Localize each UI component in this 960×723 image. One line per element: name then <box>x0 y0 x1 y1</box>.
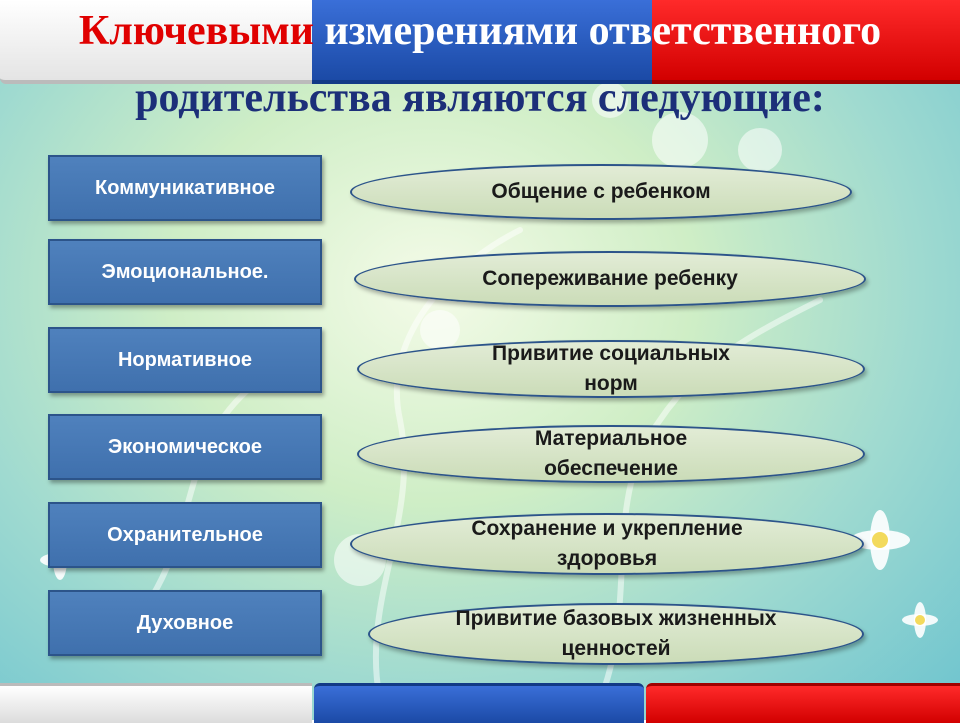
title-bar-red <box>652 0 960 84</box>
footer-bar-blue <box>314 683 644 723</box>
dimension-box-emotional: Эмоциональное. <box>48 239 322 305</box>
dimension-box-communicative: Коммуникативное <box>48 155 322 221</box>
title-highlight: Ключевыми <box>78 8 314 54</box>
meaning-oval-protective: Сохранение и укрепление здоровья <box>350 513 864 575</box>
dimension-box-normative: Нормативное <box>48 327 322 393</box>
footer-bar-white <box>0 683 312 723</box>
meaning-oval-communicative: Общение с ребенком <box>350 164 852 220</box>
footer-bar-red <box>646 683 960 723</box>
dimension-box-spiritual: Духовное <box>48 590 322 656</box>
title-rest: измерениями ответственного <box>313 8 882 54</box>
dimension-box-protective: Охранительное <box>48 502 322 568</box>
meaning-oval-spiritual: Привитие базовых жизненных ценностей <box>368 603 864 665</box>
slide-title-line2: родительства являются следующие: <box>135 75 825 121</box>
meaning-oval-normative: Привитие социальных норм <box>357 340 865 398</box>
slide-title-line1: Ключевыми измерениями ответственного <box>0 2 960 60</box>
title-bar-white <box>0 0 312 84</box>
meaning-oval-economic: Материальное обеспечение <box>357 425 865 483</box>
meaning-oval-emotional: Сопереживание ребенку <box>354 251 866 307</box>
dimension-box-economic: Экономическое <box>48 414 322 480</box>
title-bar-blue <box>312 0 652 84</box>
